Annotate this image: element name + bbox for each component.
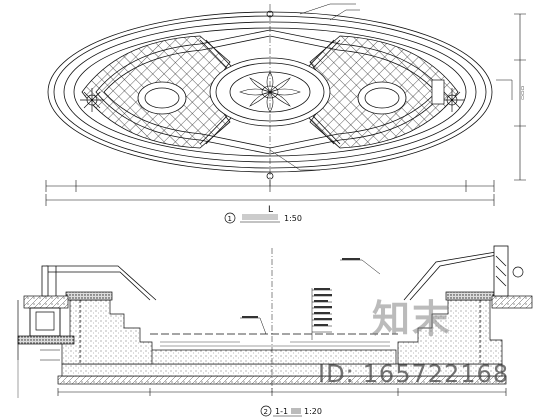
left-stepped-wall <box>61 299 153 365</box>
section-dimension <box>17 300 507 398</box>
end-rosette-left <box>80 88 104 112</box>
section-caption-number: 2 <box>264 408 268 416</box>
plan-dimension-vertical: ▭▭▭ <box>514 13 526 181</box>
annotation-text-blocks <box>242 258 360 326</box>
right-coping <box>445 291 495 301</box>
svg-text:▭▭▭: ▭▭▭ <box>520 86 526 100</box>
plan-caption: 1 1:50 <box>224 212 302 224</box>
left-railing <box>41 265 157 301</box>
right-lamp-icon <box>512 266 524 278</box>
plan-dimension-horizontal <box>45 180 495 206</box>
right-stepped-wall <box>397 299 503 365</box>
plan-caption-scale: 1:50 <box>284 214 302 223</box>
end-rosette-right <box>431 79 464 112</box>
pool-plan <box>47 3 513 186</box>
leader-line <box>299 3 356 15</box>
side-oval-right <box>357 81 407 115</box>
left-coping <box>65 291 113 301</box>
watermark-brand: 知末 <box>372 297 453 341</box>
watermark-id-label: ID: <box>318 360 355 388</box>
pool-section <box>17 245 533 392</box>
watermark-id-value: 165722168 <box>362 360 510 388</box>
section-caption: 2 1-1 1:20 <box>260 405 322 417</box>
plan-caption-number: 1 <box>228 215 232 223</box>
section-caption-scale: 1:20 <box>304 407 322 416</box>
right-railing <box>403 245 509 301</box>
watermark-id: ID:165722168 <box>318 360 509 388</box>
section-caption-title: 1-1 <box>275 407 288 416</box>
side-oval-left <box>137 81 187 115</box>
plan-dim-label: L <box>268 205 273 215</box>
